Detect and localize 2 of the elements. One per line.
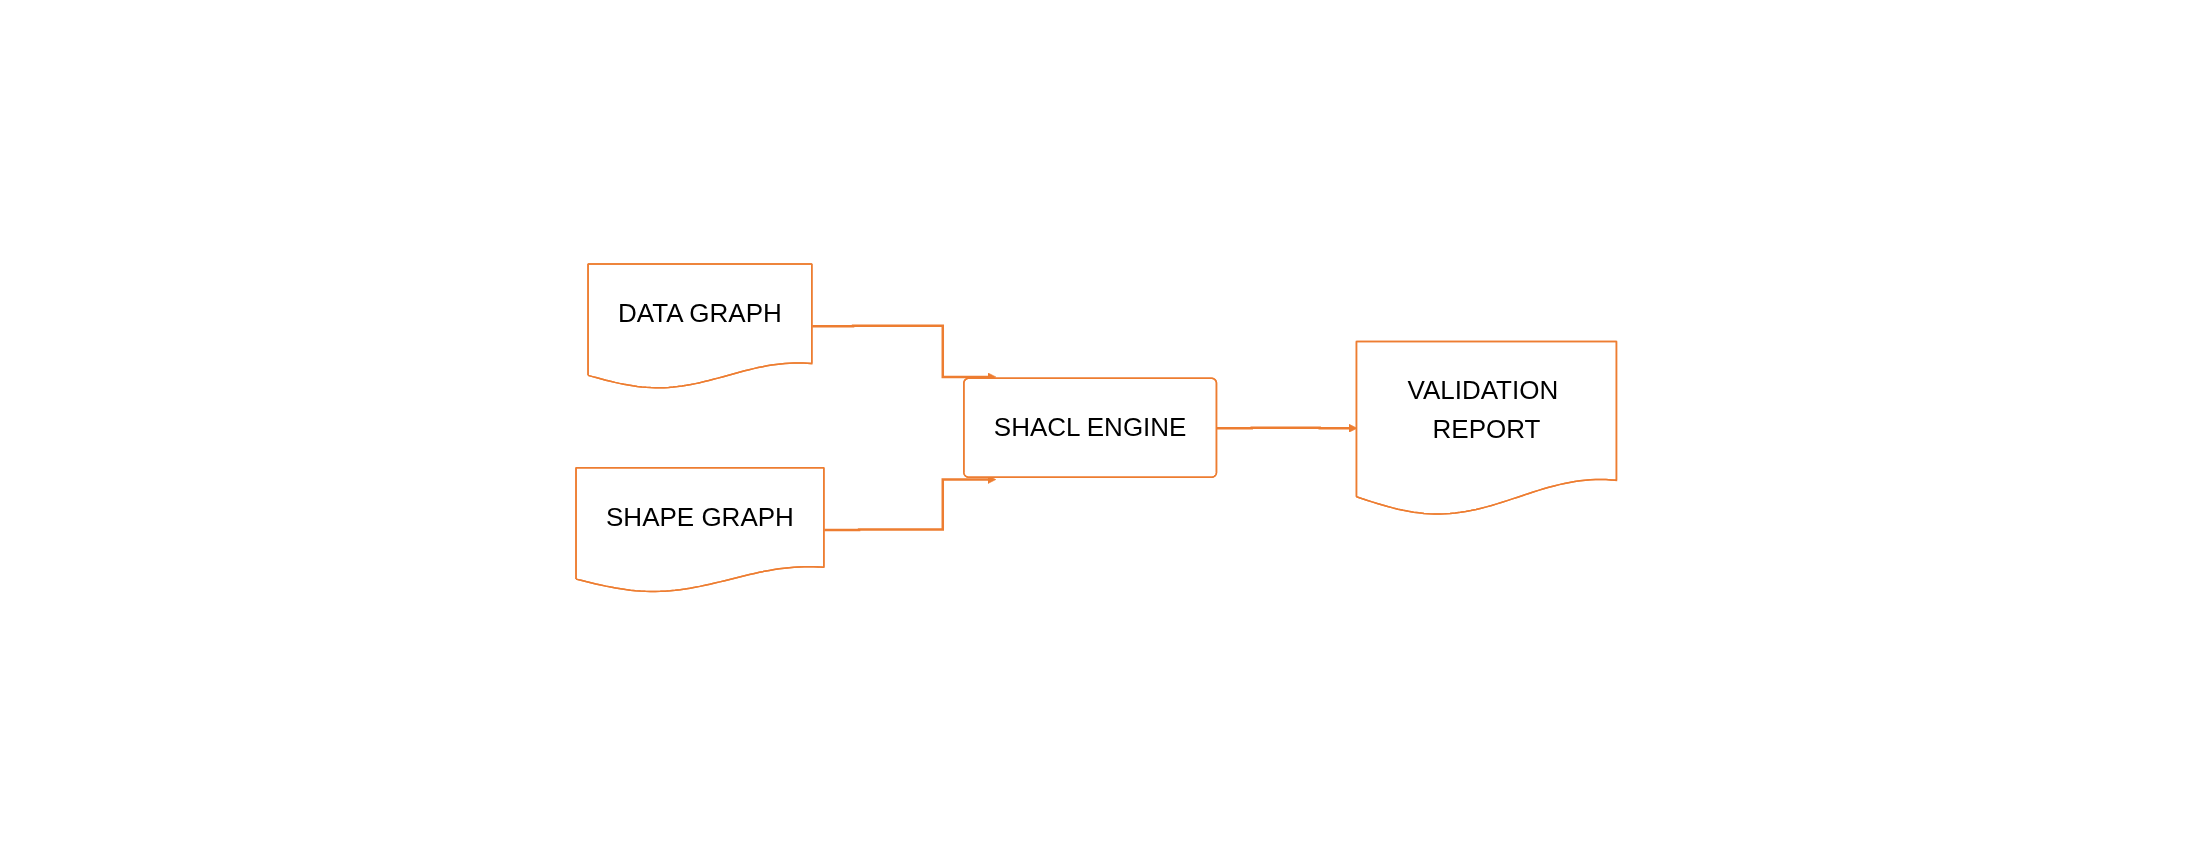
arrow (1217, 424, 1358, 433)
arrow (824, 475, 997, 532)
